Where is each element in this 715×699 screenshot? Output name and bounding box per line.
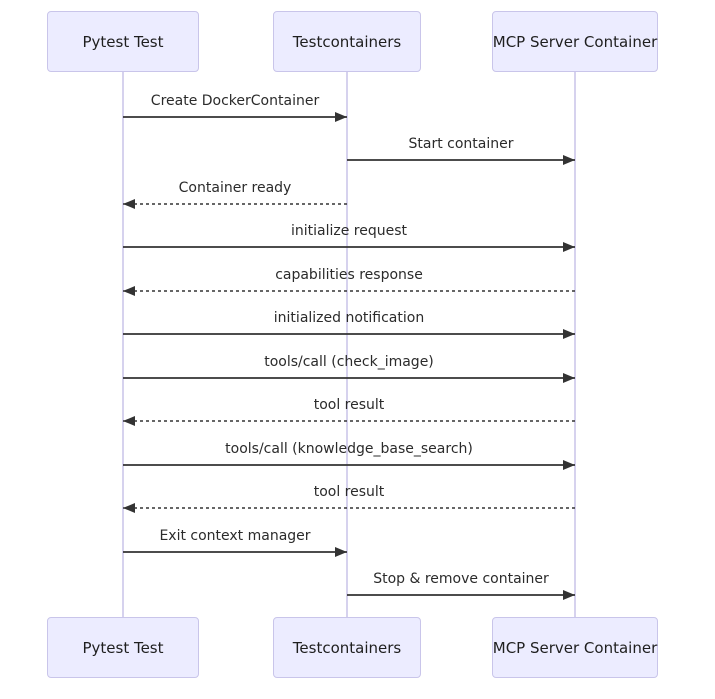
- actor-bottom-pytest-test: Pytest Test: [47, 617, 199, 678]
- message-label: Container ready: [178, 180, 292, 196]
- message-label: tool result: [313, 397, 385, 413]
- message-label: initialize request: [290, 223, 408, 239]
- message-label: tools/call (knowledge_base_search): [225, 441, 473, 457]
- message-label: initialized notification: [273, 310, 425, 326]
- lifeline-testcontainers: [346, 72, 348, 617]
- actor-label: Pytest Test: [82, 638, 164, 657]
- message-label: Start container: [408, 136, 514, 152]
- actor-top-testcontainers: Testcontainers: [273, 11, 421, 72]
- actor-bottom-mcp-server-container: MCP Server Container: [492, 617, 658, 678]
- message-label: tools/call (check_image): [264, 354, 434, 370]
- actor-label: MCP Server Container: [492, 638, 658, 657]
- actor-label: MCP Server Container: [492, 32, 658, 51]
- actor-top-pytest-test: Pytest Test: [47, 11, 199, 72]
- message-label: tool result: [313, 484, 385, 500]
- lifeline-mcp-server-container: [574, 72, 576, 617]
- lifeline-pytest-test: [122, 72, 124, 617]
- actor-label: Testcontainers: [292, 32, 402, 51]
- actor-top-mcp-server-container: MCP Server Container: [492, 11, 658, 72]
- message-label: Create DockerContainer: [150, 93, 320, 109]
- message-label: Stop & remove container: [373, 571, 549, 587]
- message-label: capabilities response: [275, 267, 423, 283]
- message-label: Exit context manager: [159, 528, 311, 544]
- actor-bottom-testcontainers: Testcontainers: [273, 617, 421, 678]
- actor-label: Testcontainers: [292, 638, 402, 657]
- actor-label: Pytest Test: [82, 32, 164, 51]
